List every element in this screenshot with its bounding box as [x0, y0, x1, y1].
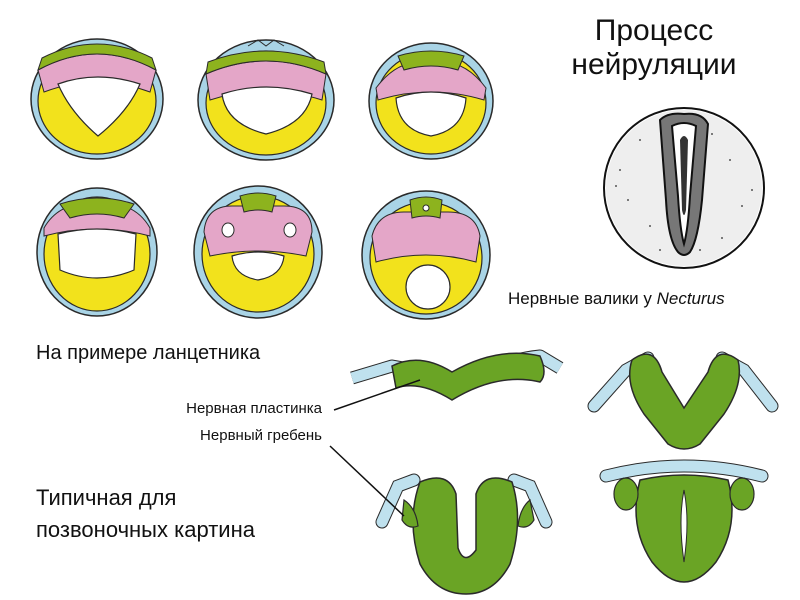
- lancelet-stage-2: [197, 39, 335, 161]
- photo-caption: Нервные валики у Necturus: [508, 289, 725, 309]
- vertebrate-label-line-1: Типичная для: [36, 485, 177, 510]
- title-line-1: Процесс: [594, 14, 714, 47]
- lancelet-stage-3: [368, 42, 494, 160]
- neural-crest-callout-line: [329, 445, 405, 517]
- photo-caption-species: Necturus: [656, 289, 725, 308]
- neural-plate-label: Нервная пластинка: [186, 400, 322, 417]
- vertebrate-stage-groove: [587, 351, 779, 450]
- neural-crest-label: Нервный гребень: [200, 427, 322, 444]
- photo-caption-prefix: Нервные валики у: [508, 289, 657, 308]
- vertebrate-stage-tube: [599, 459, 769, 583]
- vertebrate-label-line-2: позвоночных картина: [36, 517, 255, 542]
- figure-title: Процесс нейруляции: [556, 14, 752, 82]
- lancelet-stage-6: [361, 190, 491, 320]
- lancelet-stage-4: [36, 187, 158, 317]
- necturus-photo: [603, 107, 765, 269]
- title-line-2: нейруляции: [571, 48, 737, 81]
- lancelet-stage-5: [193, 185, 323, 319]
- vertebrate-stage-plate: [350, 349, 564, 401]
- vertebrate-label: Типичная для позвоночных картина: [36, 482, 255, 546]
- neural-plate-callout-line: [333, 379, 421, 411]
- lancelet-stage-1: [30, 38, 164, 160]
- vertebrate-stage-folds: [375, 473, 553, 595]
- lancelet-label: На примере ланцетника: [36, 342, 261, 364]
